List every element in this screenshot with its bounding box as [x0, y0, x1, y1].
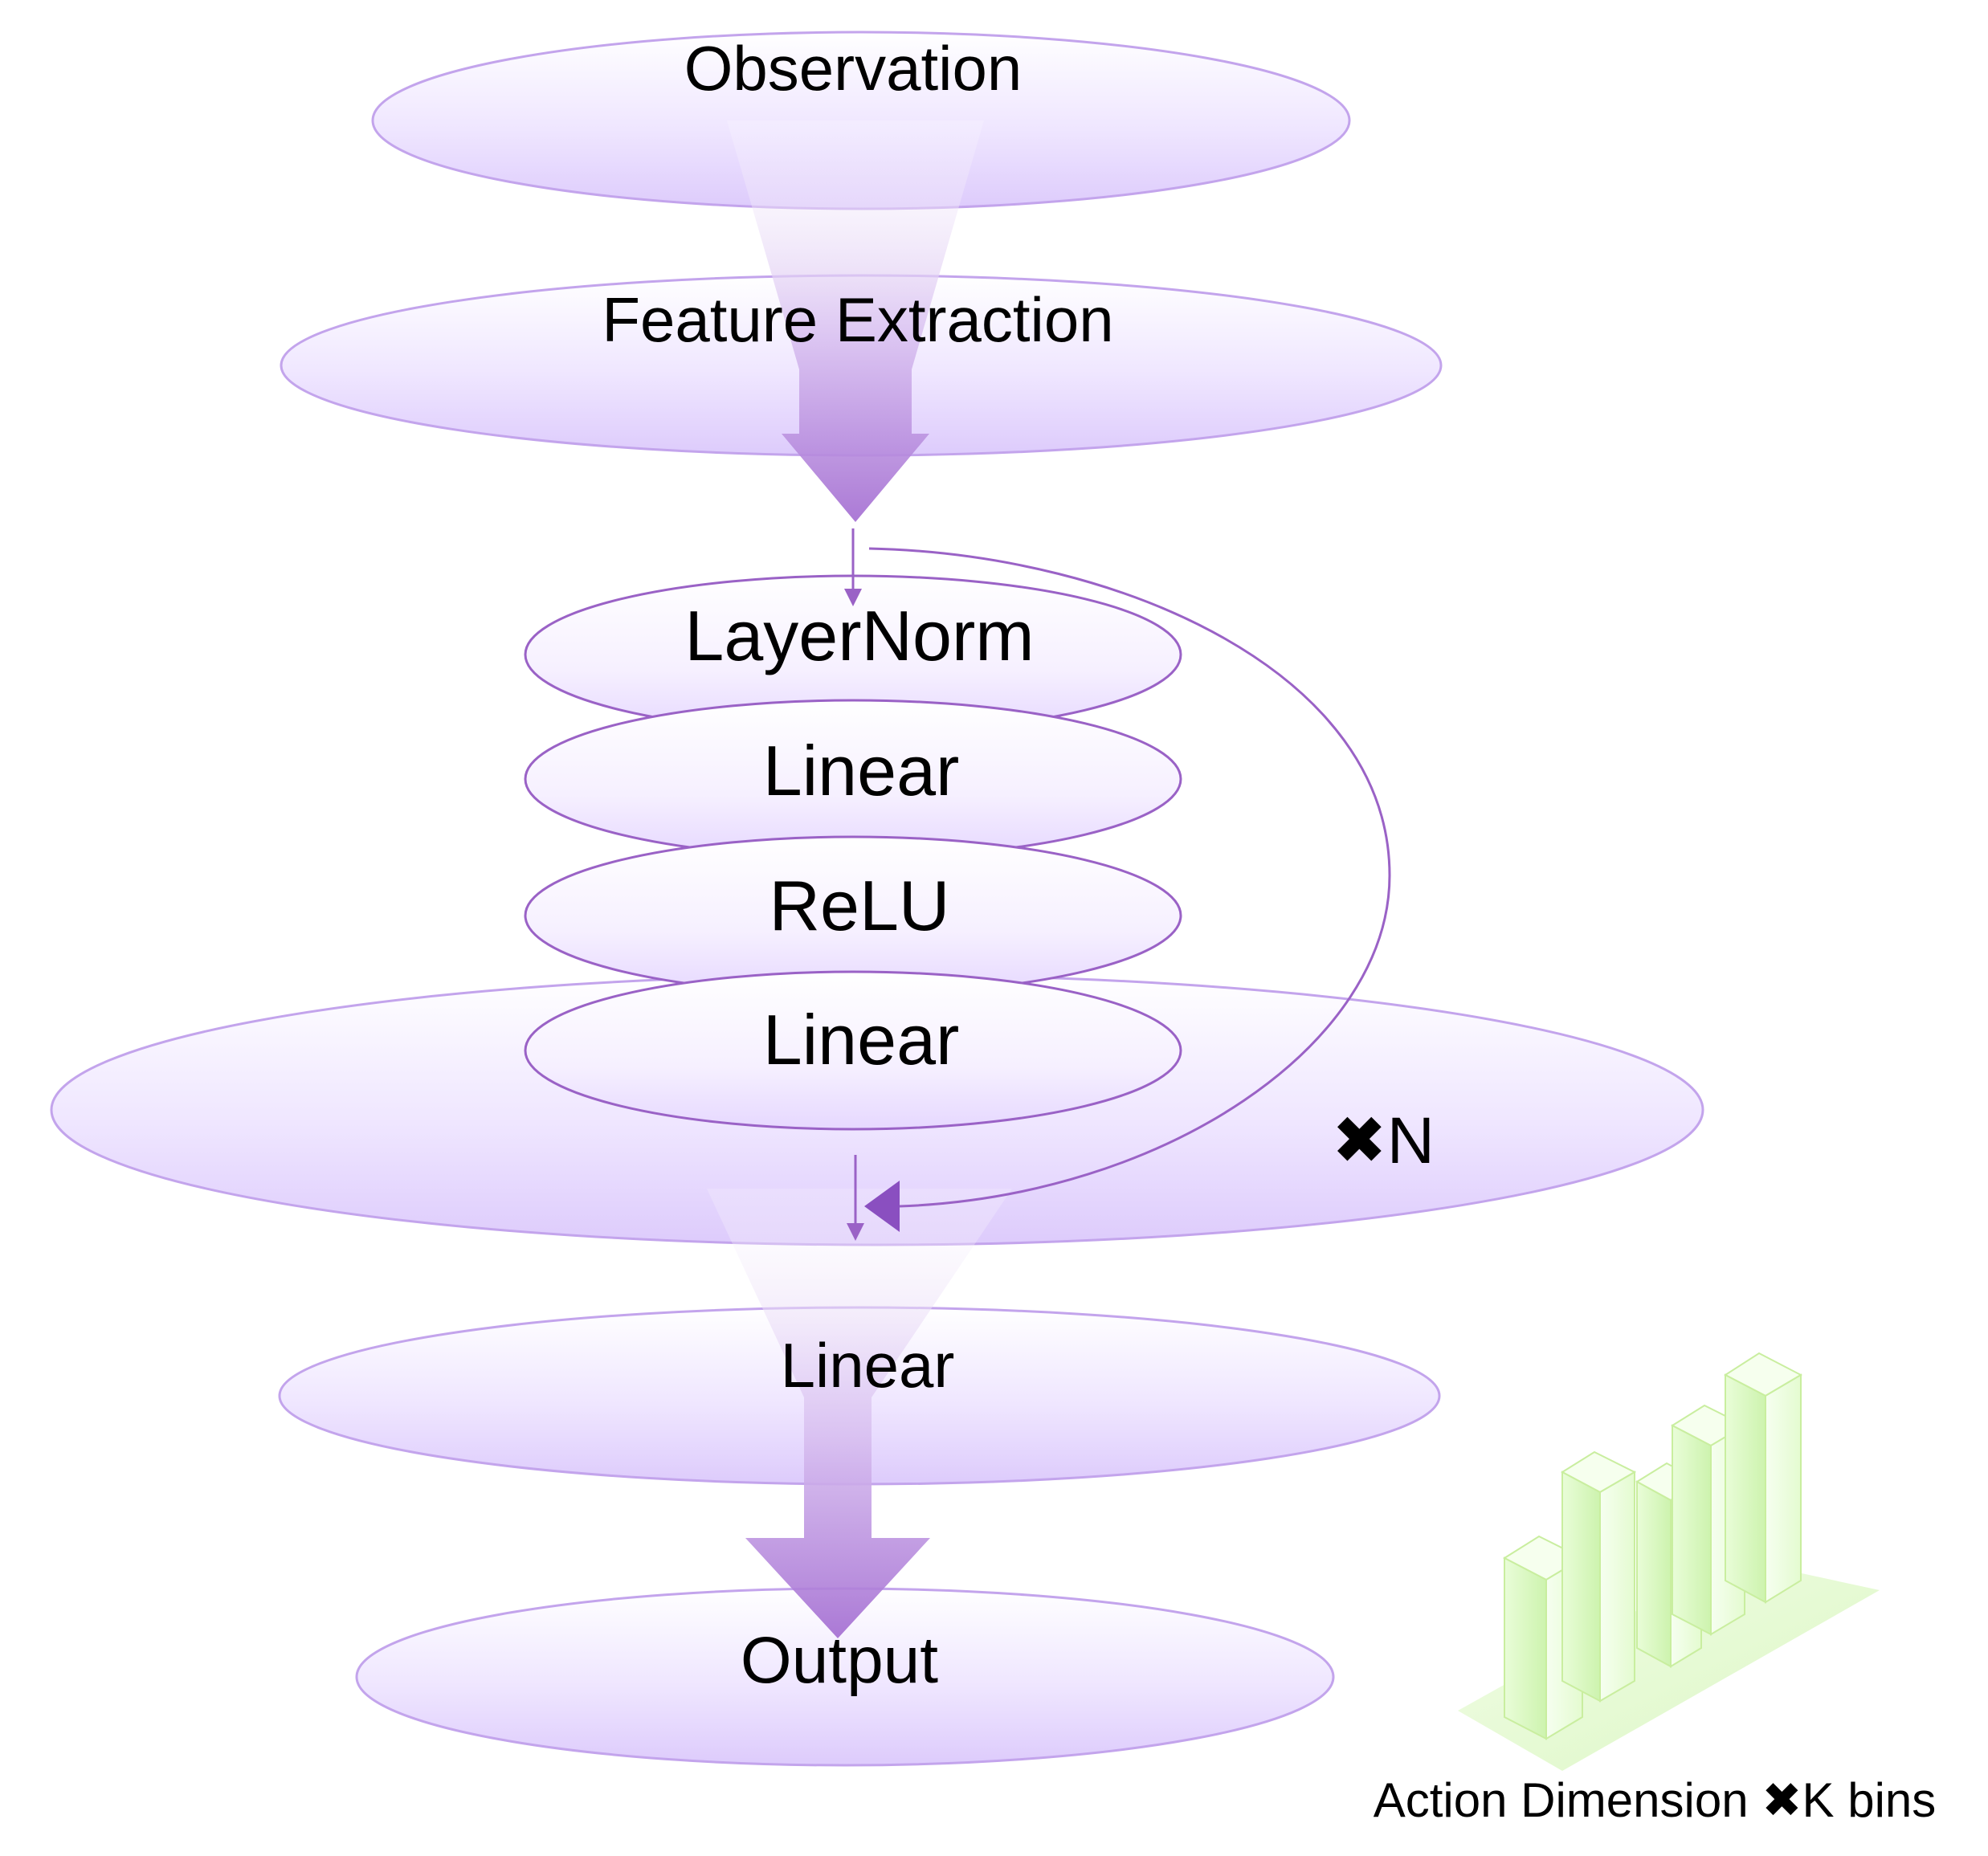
layernorm-label: LayerNorm: [684, 596, 1034, 675]
merge-arrow: [847, 1155, 864, 1241]
input-arrow: [844, 528, 862, 606]
output-label: Output: [741, 1624, 938, 1697]
flow-arrow-top: [727, 120, 984, 522]
linear-out-label: Linear: [781, 1330, 955, 1401]
linear-2-ellipse: [524, 970, 1182, 1131]
relu-label: ReLU: [769, 866, 950, 945]
flow-arrow-bottom: [707, 1189, 1012, 1638]
skip-connection-arrow: [864, 547, 1391, 1232]
linear-1-label: Linear: [763, 731, 960, 810]
bar-chart-icon: [1458, 1352, 1880, 1771]
output-caption: Action Dimension ✖K bins: [1374, 1773, 1937, 1827]
feature-extraction-label: Feature Extraction: [602, 284, 1113, 355]
repeat-label: ✖N: [1332, 1104, 1435, 1177]
linear-2-label: Linear: [763, 1000, 960, 1079]
observation-label: Observation: [684, 33, 1023, 104]
